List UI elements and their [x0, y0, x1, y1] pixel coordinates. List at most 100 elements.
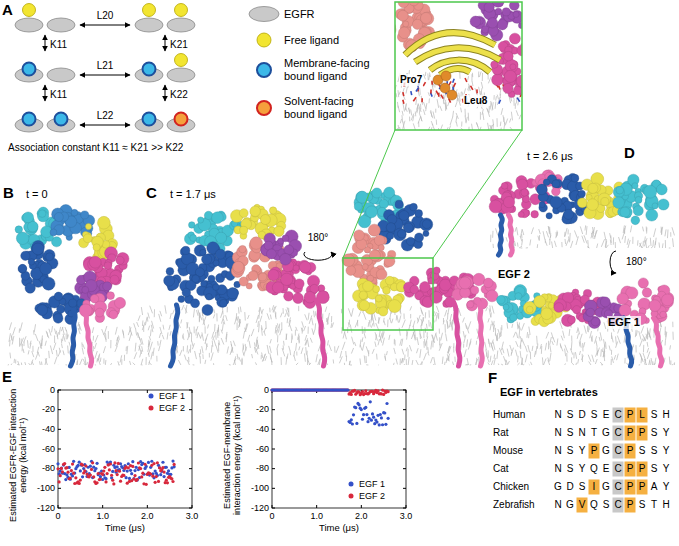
lipid-tail: [417, 318, 418, 322]
lipid-tail: [24, 362, 26, 365]
lipid-tail: [487, 357, 489, 362]
lipid-tail: [514, 241, 515, 246]
lipid-tail: [243, 343, 244, 349]
lipid-tail: [537, 244, 538, 248]
lipid-tail: [283, 308, 284, 314]
lipid-tail: [571, 241, 573, 248]
atom-sphere: [208, 275, 215, 282]
lipid-tail: [596, 341, 597, 347]
lipid-tail: [56, 331, 58, 340]
atom-sphere: [23, 212, 34, 223]
lipid-tail: [108, 331, 109, 339]
lipid-tail: [11, 364, 13, 365]
lipid-tail: [110, 340, 111, 348]
protein-domain: [577, 173, 626, 220]
lipid-tail: [38, 352, 40, 357]
transmembrane-helix: [499, 215, 503, 255]
protein-domain: [353, 276, 407, 316]
atom-sphere: [25, 283, 35, 293]
lipid-tail: [186, 322, 188, 328]
atom-sphere: [15, 226, 22, 233]
lipid-tail: [304, 326, 306, 331]
lipid-tail: [139, 337, 141, 345]
protein-domain: [354, 187, 403, 228]
atom-sphere: [415, 210, 423, 218]
atom-sphere: [116, 256, 124, 264]
lipid-tail: [241, 359, 242, 364]
atom-sphere: [503, 196, 514, 207]
lipid-tail: [587, 327, 589, 332]
atom-sphere: [359, 291, 367, 299]
lipid-tail: [511, 348, 513, 355]
atom-sphere: [18, 265, 26, 273]
lipid-tail: [359, 311, 361, 316]
lipid-tail: [99, 354, 100, 360]
lipid-tail: [61, 339, 62, 344]
lipid-tail: [380, 333, 382, 341]
lipid-tail: [188, 349, 190, 354]
atom-sphere: [483, 278, 493, 288]
lipid-tail: [464, 335, 466, 343]
lipid-tail: [435, 312, 437, 316]
lipid-tail: [518, 323, 520, 329]
lipid-tail: [286, 334, 287, 340]
lipid-tail: [299, 346, 300, 350]
lipid-tail: [349, 320, 350, 325]
lipid-tail: [69, 342, 71, 348]
lipid-tail: [445, 324, 446, 333]
lipid-tail: [410, 306, 412, 310]
lipid-tail: [202, 332, 204, 340]
lipid-tail: [515, 350, 517, 357]
lipid-tail: [564, 363, 566, 365]
lipid-tail: [407, 349, 408, 357]
lipid-tail: [447, 313, 448, 320]
atom-sphere: [190, 235, 197, 242]
lipid-tail: [432, 340, 433, 347]
atom-sphere: [397, 230, 405, 238]
lipid-tail: [595, 231, 597, 239]
lipid-tail: [382, 331, 383, 339]
lipid-tail: [45, 341, 46, 346]
lipid-tail: [298, 306, 299, 311]
lipid-tail: [517, 243, 519, 247]
lipid-tail: [394, 340, 395, 346]
lipid-tail: [221, 311, 223, 318]
lipid-tail: [305, 335, 307, 341]
lipid-tail: [579, 351, 580, 355]
lipid-tail: [600, 332, 602, 340]
atom-sphere: [89, 256, 101, 268]
lipid-tail: [140, 350, 142, 357]
lipid-tail: [140, 364, 142, 365]
lipid-tail: [33, 330, 34, 335]
lipid-tail: [9, 322, 11, 329]
lipid-tail: [522, 229, 524, 235]
atom-sphere: [652, 203, 658, 209]
lipid-tail: [420, 307, 423, 315]
lipid-tail: [646, 226, 647, 231]
lipid-tail: [534, 351, 535, 357]
lipid-tail: [565, 349, 566, 357]
lipid-tail: [447, 354, 449, 361]
lipid-tail: [446, 333, 447, 341]
lipid-tail: [503, 356, 505, 361]
lipid-tail: [35, 352, 38, 360]
lipid-tail: [468, 321, 471, 329]
lipid-tail: [378, 317, 380, 323]
lipid-tail: [301, 348, 303, 354]
atom-sphere: [93, 244, 100, 251]
lipid-tail: [641, 358, 643, 363]
atom-sphere: [104, 262, 112, 270]
receptor-ellipse: [167, 68, 195, 82]
lipid-tail: [262, 354, 265, 362]
atom-sphere: [54, 212, 63, 221]
lipid-tail: [309, 363, 311, 365]
lipid-tail: [647, 332, 648, 339]
lipid-tail: [521, 358, 522, 365]
lipid-tail: [200, 356, 201, 363]
lipid-tail: [501, 342, 503, 351]
lipid-tail: [467, 358, 468, 365]
atom-sphere: [191, 299, 200, 308]
lipid-tail: [550, 337, 552, 345]
lipid-tail: [186, 305, 187, 314]
lipid-tail: [305, 314, 307, 320]
